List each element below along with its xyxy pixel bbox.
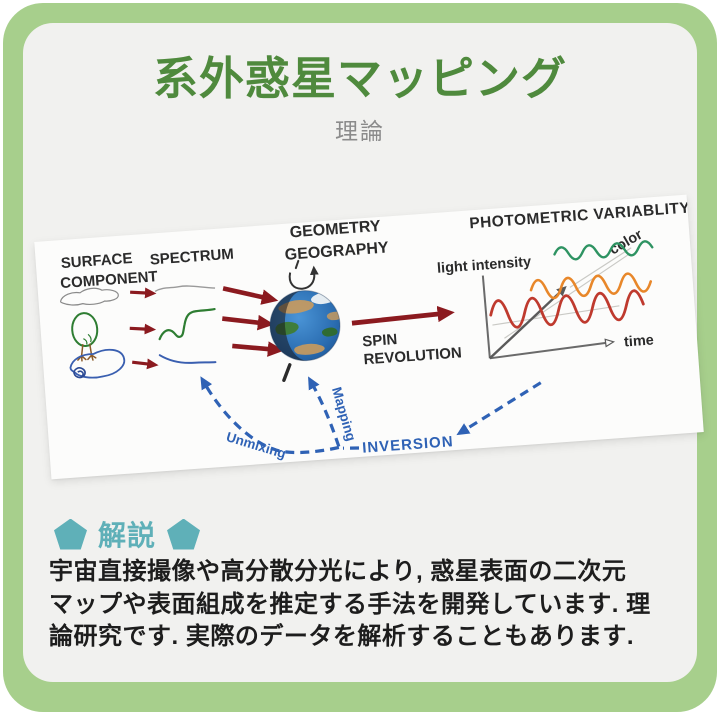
geometry-label-line1: GEOMETRY (289, 218, 381, 242)
unmixing-arrow (200, 376, 340, 455)
explanation-line: 論研究です. 実際のデータを解析することもあります. (49, 623, 635, 650)
spin-revolution-arrow (351, 305, 455, 326)
small-arrow-2 (129, 323, 157, 335)
time-label: time (623, 332, 654, 350)
explanation-line: マップや表面組成を推定する手法を開発しています. 理 (49, 590, 651, 618)
explanation-paragraph: 宇宙直接撮像や高分散分光により, 惑星表面の二次元 マップや表面組成を推定する手… (49, 556, 679, 654)
gray-spectrum-curve (154, 285, 216, 292)
exoplanet-mapping-diagram: SURFACE COMPONENT SPECTRUM (60, 199, 691, 461)
blue-spectrum-curve (158, 354, 217, 364)
ocean-blob-sketch (69, 348, 126, 379)
spin-label-line1: SPIN (362, 331, 398, 350)
spin-rotation-icon (288, 259, 319, 290)
green-lightcurve (553, 240, 654, 261)
page-title: 系外惑星マッピング (152, 53, 567, 104)
inversion-arrow-from-chart (456, 381, 542, 436)
red-lightcurve (489, 289, 645, 329)
small-arrow-1 (130, 287, 157, 299)
dashed-segment (342, 446, 360, 450)
surface-component-label-line2: COMPONENT (60, 268, 158, 292)
earth-illustration (269, 290, 343, 382)
surface-component-label-line1: SURFACE (60, 250, 133, 272)
mapping-arrow (308, 376, 341, 447)
vegetation-sketch (71, 312, 99, 362)
cloud-sketch (60, 287, 119, 306)
diagram-paper: SURFACE COMPONENT SPECTRUM (34, 194, 704, 480)
x-axis (489, 343, 606, 360)
pentagon-icon (167, 518, 201, 550)
mapping-label: Mapping (329, 385, 359, 442)
inversion-path (200, 376, 542, 455)
explanation-heading-row: 解説 (54, 514, 201, 554)
small-arrow-3 (132, 358, 159, 370)
explanation-heading: 解説 (98, 520, 157, 551)
y-axis (481, 275, 491, 359)
converge-arrow-3 (232, 341, 285, 357)
orange-lightcurve (529, 272, 653, 300)
inversion-label: INVERSION (362, 433, 455, 457)
page-subtitle: 理論 (335, 118, 385, 144)
spectrum-label: SPECTRUM (149, 246, 234, 269)
light-intensity-label: light intensity (437, 254, 532, 277)
photometric-chart: PHOTOMETRIC VARIABLITY light intensity t… (437, 199, 691, 360)
geometry-label-line2: GEOGRAPHY (284, 239, 389, 264)
explanation-line: 宇宙直接撮像や高分散分光により, 惑星表面の二次元 (49, 558, 627, 585)
pentagon-icon (54, 518, 87, 550)
axis-tick (282, 363, 292, 382)
unmixing-label: Unmixing (225, 429, 288, 461)
green-spectrum-curve (158, 308, 216, 341)
converge-arrow-2 (222, 314, 275, 331)
converge-arrow-1 (222, 286, 279, 305)
